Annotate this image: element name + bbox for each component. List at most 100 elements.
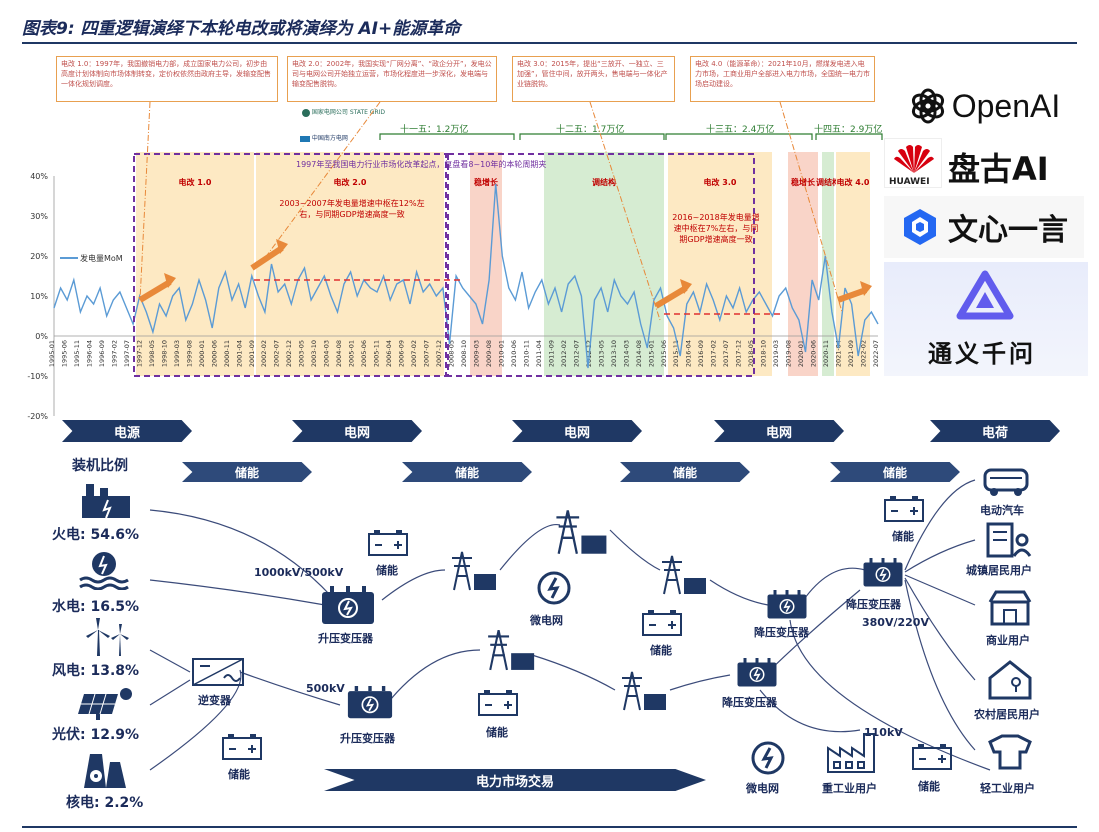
ev-label: 电动汽车 [980, 504, 1024, 517]
plan-bracket [815, 133, 883, 140]
mix-wind: 风电: 13.8% [52, 663, 140, 679]
x-tick-label: 2007-02 [410, 340, 418, 367]
storage-label-3: 储能 [486, 726, 508, 739]
mix-thermal-name: 火电 [52, 527, 80, 543]
reform-note-4: 电改 4.0（能源革命）：2021年10月，燃煤发电进入电力市场，工商业用户全部… [690, 56, 875, 102]
x-tick-label: 1999-03 [173, 340, 181, 367]
installed-capacity-title: 装机比例 [72, 458, 128, 474]
x-tick-label: 2017-07 [722, 340, 730, 367]
note-leader [589, 101, 661, 321]
x-tick-label: 2003-05 [298, 340, 306, 367]
x-tick-label: 1995-06 [60, 340, 68, 367]
x-tick-label: 1996-09 [98, 340, 106, 367]
csg-logo-text: 中国南方电网 [311, 135, 348, 142]
cycle-bracket [447, 153, 755, 377]
trend-arrow [138, 279, 172, 303]
pylon-icon [488, 629, 535, 671]
reform-note-3: 电改 3.0：2015年，提出“三放开、一独立、三加强”，管住中间，放开两头，售… [512, 56, 675, 102]
x-tick-label: 2014-03 [622, 340, 630, 367]
x-tick-label: 2004-03 [323, 340, 331, 367]
period-label: 调结构 [592, 177, 616, 187]
trend-arrow-head [860, 281, 872, 296]
microgrid-label-1: 微电网 [530, 614, 563, 627]
storage-chev-1: 储能 [182, 462, 312, 482]
solar-power-icon [78, 688, 132, 720]
plan-bracket [379, 133, 515, 140]
x-tick-label: 2018-05 [747, 340, 755, 367]
x-tick-label: 2016-04 [685, 340, 693, 367]
openai-logo: OpenAI [884, 78, 1084, 134]
x-tick-label: 2013-05 [597, 340, 605, 367]
x-tick-label: 2005-01 [348, 340, 356, 367]
x-tick-label: 2015-11 [672, 340, 680, 367]
storage-chev-3: 储能 [620, 462, 750, 482]
trend-arrow-head [276, 239, 288, 254]
mix-thermal-value: 54.6% [90, 527, 140, 543]
microgrid-label-2: 微电网 [746, 782, 779, 795]
trend-arrow-head [680, 279, 692, 294]
x-tick-label: 2002-12 [285, 340, 293, 367]
reform-note-2: 电改 2.0：2002年，我国实现“厂网分离”、“政企分开”，发电公司与电网公司… [287, 56, 497, 102]
x-tick-label: 1998-10 [160, 340, 168, 367]
y-tick-label: -10% [27, 372, 48, 381]
heavy-industry-label: 重工业用户 [822, 782, 877, 795]
bottom-divider [22, 826, 1077, 828]
wenxin-icon [904, 209, 936, 245]
x-tick-label: 2008-05 [448, 340, 456, 367]
x-tick-label: 2010-01 [497, 340, 505, 367]
x-tick-label: 2020-01 [797, 340, 805, 367]
kv500-label: 500kV [306, 682, 345, 695]
x-tick-label: 2001-09 [248, 340, 256, 367]
annotation-2016-2018: 2016~2018年发电量增速中枢在7%左右，与同期GDP增速高度一致 [672, 213, 760, 244]
x-tick-label: 1995-01 [48, 340, 56, 367]
storage-label-5: 储能 [892, 530, 914, 543]
battery-icon [884, 496, 924, 522]
period-label: 电改 4.0 [837, 177, 870, 187]
microgrid-icon [537, 571, 571, 605]
storage-chev-4: 储能 [830, 462, 960, 482]
sgcc-logo-icon [302, 108, 310, 117]
period-label: 稳增长 [791, 177, 816, 187]
storage-label-6: 储能 [918, 780, 940, 793]
sgcc-logo-text: 国家电网公司 STATE GRID [311, 109, 386, 116]
x-tick-label: 2022-02 [860, 340, 868, 367]
mix-thermal: 火电: 54.6% [52, 527, 140, 543]
x-tick-label: 2012-02 [560, 340, 568, 367]
x-tick-label: 2017-02 [710, 340, 718, 367]
power-market-trading: 电力市场交易 [324, 769, 706, 791]
plan-lines [379, 133, 883, 140]
x-tick-label: 1999-08 [185, 340, 193, 367]
openai-icon [911, 88, 944, 124]
tongyi-icon [956, 270, 1014, 320]
period-band [136, 152, 254, 376]
battery-icon [222, 734, 262, 760]
plan-13-label: 十三五：2.4万亿 [706, 125, 775, 135]
x-tick-label: 2016-09 [697, 340, 705, 367]
x-tick-label: 2013-10 [610, 340, 618, 367]
plan-12-label: 十二五：1.7万亿 [556, 125, 625, 135]
x-tick-label: 2005-06 [360, 340, 368, 367]
x-tick-label: 1995-11 [73, 340, 81, 367]
flow-stage-grid-2: 电网 [512, 420, 642, 442]
title-divider [22, 42, 1077, 44]
period-label: 电改 3.0 [704, 177, 737, 187]
x-tick-label: 2007-12 [435, 340, 443, 367]
x-tick-label: 2014-08 [635, 340, 643, 367]
pylon-icon [452, 551, 496, 591]
storage-label-4: 储能 [650, 644, 672, 657]
mix-solar-value: 12.9% [90, 727, 140, 743]
inverter-label: 逆变器 [198, 694, 231, 707]
x-tick-label: 2006-09 [398, 340, 406, 367]
mix-wind-name: 风电 [52, 663, 80, 679]
reform-note-1: 电改 1.0：1997年，我国撤销电力部，成立国家电力公司，初步由高度计划体制向… [56, 56, 278, 102]
storage-label-2: 储能 [376, 564, 398, 577]
mix-solar-name: 光伏 [52, 727, 80, 743]
x-tick-label: 1997-02 [110, 340, 118, 367]
trend-arrow [654, 285, 688, 309]
page-title: 图表9: 四重逻辑演绎下本轮电改或将演绎为 AI+能源革命 [22, 19, 461, 39]
step-up-transformer-label-2: 升压变压器 [340, 732, 395, 745]
openai-text: OpenAI [951, 87, 1061, 124]
mix-nuclear: 核电: 2.2% [66, 795, 144, 811]
pylon-icon [556, 510, 607, 554]
